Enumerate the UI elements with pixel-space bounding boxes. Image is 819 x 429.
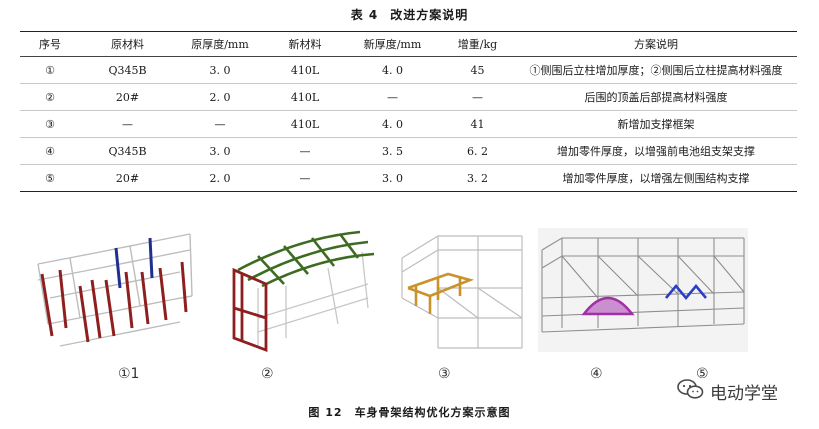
- cell-weight-gain: 6. 2: [467, 144, 488, 158]
- figure-2-rear-roof: [228, 228, 378, 352]
- cell-orig-material: Q345B: [108, 63, 147, 77]
- table-row: ⑤ 20# 2. 0 — 3. 0 3. 2 增加零件厚度，以增强左侧围结构支撑: [20, 164, 797, 192]
- table-row: ① Q345B 3. 0 410L 4. 0 45 ①侧围后立柱增加厚度；②侧围…: [20, 57, 797, 84]
- cell-orig-material: Q345B: [108, 144, 147, 158]
- cell-weight-gain: 3. 2: [467, 171, 488, 185]
- cell-weight-gain: —: [472, 90, 483, 104]
- figure-4-5-full-frame: [538, 228, 748, 352]
- cell-new-thickness: 3. 0: [382, 171, 403, 185]
- cell-new-material: 410L: [290, 117, 320, 131]
- figure-label-3: ③: [438, 366, 451, 382]
- cell-weight-gain: 45: [470, 63, 485, 77]
- cell-description: 新增加支撑框架: [617, 118, 695, 131]
- header-weight-gain: 增重/kg: [457, 38, 498, 51]
- cell-orig-material: 20#: [115, 90, 140, 104]
- table-row: ② 20# 2. 0 410L — — 后围的顶盖后部提高材料强度: [20, 83, 797, 111]
- cell-description: 增加零件厚度，以增强左侧围结构支撑: [562, 172, 750, 185]
- cell-orig-thickness: 2. 0: [209, 171, 231, 185]
- table-row: ③ — — 410L 4. 0 41 新增加支撑框架: [20, 110, 797, 138]
- watermark: 电动学堂: [676, 378, 782, 404]
- cell-new-thickness: —: [387, 90, 398, 104]
- cell-new-material: 410L: [290, 90, 320, 104]
- cell-description: 增加零件厚度，以增强前电池组支架支撑: [557, 145, 755, 158]
- cell-description: ①侧围后立柱增加厚度；②侧围后立柱提高材料强度: [529, 64, 783, 77]
- header-new-thickness: 新厚度/mm: [363, 38, 422, 51]
- figure-1-side-frame: [30, 228, 200, 352]
- caption-number: 图 12: [308, 406, 343, 419]
- header-orig-material: 原材料: [111, 38, 144, 51]
- wechat-icon: [676, 378, 704, 405]
- cell-seq: ①: [45, 63, 55, 77]
- figure-3-support-frame: [398, 228, 524, 352]
- header-orig-thickness: 原厚度/mm: [191, 38, 249, 51]
- cell-weight-gain: 41: [470, 117, 485, 131]
- header-description: 方案说明: [634, 38, 678, 51]
- cell-orig-thickness: 3. 0: [209, 63, 231, 77]
- cell-new-material: —: [299, 171, 311, 185]
- header-seq: 序号: [39, 38, 61, 51]
- table-header-row: 序号 原材料 原厚度/mm 新材料 新厚度/mm 增重/kg 方案说明: [20, 31, 797, 57]
- cell-seq: ⑤: [45, 171, 55, 185]
- table-title: 表 4 改进方案说明: [0, 6, 819, 23]
- table-title-text: 改进方案说明: [390, 8, 469, 22]
- figure-label-4: ④: [590, 366, 603, 382]
- cell-seq: ③: [45, 117, 55, 131]
- cell-orig-thickness: 3. 0: [209, 144, 231, 158]
- cell-orig-material: 20#: [115, 171, 140, 185]
- table-number: 表 4: [350, 8, 379, 22]
- figure-caption: 图 12 车身骨架结构优化方案示意图: [0, 404, 819, 420]
- cell-new-thickness: 4. 0: [382, 117, 403, 131]
- cell-new-thickness: 3. 5: [382, 144, 403, 158]
- cell-new-material: —: [299, 144, 311, 158]
- header-new-material: 新材料: [288, 38, 322, 51]
- cell-seq: ②: [45, 90, 55, 104]
- table-row: ④ Q345B 3. 0 — 3. 5 6. 2 增加零件厚度，以增强前电池组支…: [20, 137, 797, 165]
- caption-title: 车身骨架结构优化方案示意图: [354, 406, 511, 419]
- watermark-text: 电动学堂: [710, 383, 778, 404]
- cell-new-material: 410L: [290, 63, 320, 77]
- cell-orig-thickness: —: [214, 117, 226, 131]
- improvement-scheme-table: 序号 原材料 原厚度/mm 新材料 新厚度/mm 增重/kg 方案说明 ① Q3…: [20, 31, 797, 192]
- cell-description: 后围的顶盖后部提高材料强度: [584, 91, 728, 104]
- cell-seq: ④: [45, 144, 55, 158]
- figure-label-1: ①1: [118, 366, 140, 382]
- cell-new-thickness: 4. 0: [382, 63, 403, 77]
- figure-label-2: ②: [261, 366, 274, 382]
- cell-orig-thickness: 2. 0: [209, 90, 231, 104]
- cell-orig-material: —: [122, 117, 133, 131]
